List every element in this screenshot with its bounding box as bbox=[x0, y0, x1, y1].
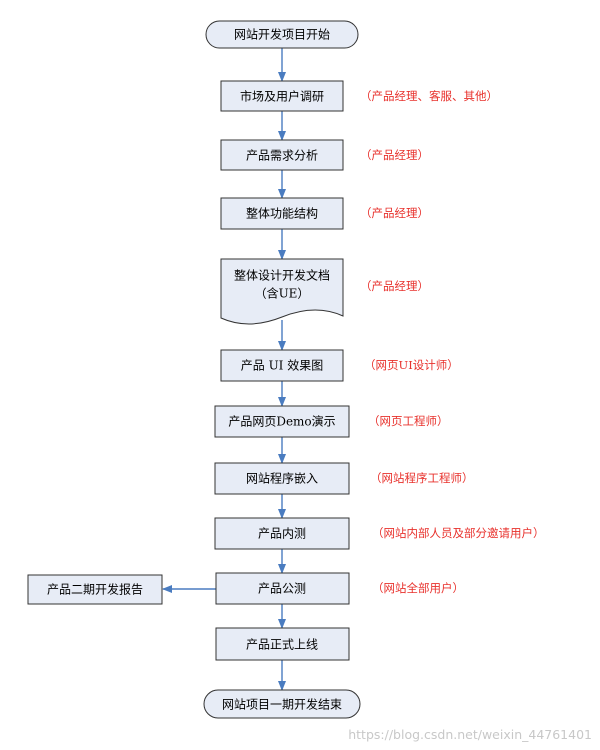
node-function-structure: 整体功能结构 bbox=[220, 197, 344, 230]
node-demo: 产品网页Demo演示 bbox=[214, 405, 350, 438]
node-internal-test: 产品内测 bbox=[214, 517, 350, 550]
process-box bbox=[220, 349, 344, 382]
node-ui-mockup-label: 产品 UI 效果图 bbox=[241, 358, 323, 373]
node-design-doc-label-line2: （含UE） bbox=[255, 286, 310, 301]
node-ui-mockup: 产品 UI 效果图 bbox=[220, 349, 344, 382]
node-design-doc: 整体设计开发文档 （含UE） bbox=[220, 258, 344, 325]
role-ui-mockup: （网页UI设计师） bbox=[364, 358, 459, 372]
node-start: 网站开发项目开始 bbox=[205, 20, 359, 49]
node-program-embed: 网站程序嵌入 bbox=[214, 462, 350, 495]
node-program-embed-label: 网站程序嵌入 bbox=[246, 471, 318, 486]
process-box bbox=[27, 574, 163, 605]
node-requirement-analysis: 产品需求分析 bbox=[220, 139, 344, 171]
node-phase2-report-label: 产品二期开发报告 bbox=[47, 582, 143, 597]
role-requirement-analysis: （产品经理） bbox=[360, 148, 429, 162]
terminator-shape bbox=[203, 689, 361, 719]
watermark: https://blog.csdn.net/weixin_44761401 bbox=[348, 727, 592, 742]
node-launch-label: 产品正式上线 bbox=[246, 638, 318, 652]
document-shape bbox=[220, 258, 344, 325]
role-market-research: （产品经理、客服、其他） bbox=[360, 89, 498, 103]
node-end: 网站项目一期开发结束 bbox=[203, 689, 361, 719]
process-box bbox=[214, 462, 350, 495]
process-box bbox=[215, 627, 350, 661]
node-public-test-label: 产品公测 bbox=[258, 582, 306, 596]
role-design-doc: （产品经理） bbox=[360, 279, 429, 293]
process-box bbox=[214, 517, 350, 550]
node-end-label: 网站项目一期开发结束 bbox=[222, 697, 342, 712]
process-box bbox=[220, 80, 344, 112]
node-launch: 产品正式上线 bbox=[215, 627, 350, 661]
process-box bbox=[220, 197, 344, 230]
role-internal-test: （网站内部人员及部分邀请用户） bbox=[372, 526, 545, 540]
role-demo: （网页工程师） bbox=[368, 414, 449, 428]
process-box bbox=[220, 139, 344, 171]
node-phase2-report: 产品二期开发报告 bbox=[27, 574, 163, 605]
node-demo-label: 产品网页Demo演示 bbox=[228, 414, 335, 429]
terminator-shape bbox=[205, 20, 359, 49]
node-requirement-analysis-label: 产品需求分析 bbox=[246, 149, 318, 163]
role-program-embed: （网站程序工程师） bbox=[370, 471, 474, 485]
node-design-doc-label-line1: 整体设计开发文档 bbox=[234, 268, 330, 283]
role-public-test: （网站全部用户） bbox=[372, 581, 464, 595]
role-function-structure: （产品经理） bbox=[360, 206, 429, 220]
node-internal-test-label: 产品内测 bbox=[258, 527, 306, 541]
node-start-label: 网站开发项目开始 bbox=[234, 27, 330, 42]
process-box bbox=[215, 572, 350, 605]
node-market-research-label: 市场及用户调研 bbox=[240, 89, 324, 104]
connectors bbox=[162, 48, 286, 691]
node-public-test: 产品公测 bbox=[215, 572, 350, 605]
node-function-structure-label: 整体功能结构 bbox=[246, 206, 318, 221]
node-market-research: 市场及用户调研 bbox=[220, 80, 344, 112]
process-box bbox=[214, 405, 350, 438]
